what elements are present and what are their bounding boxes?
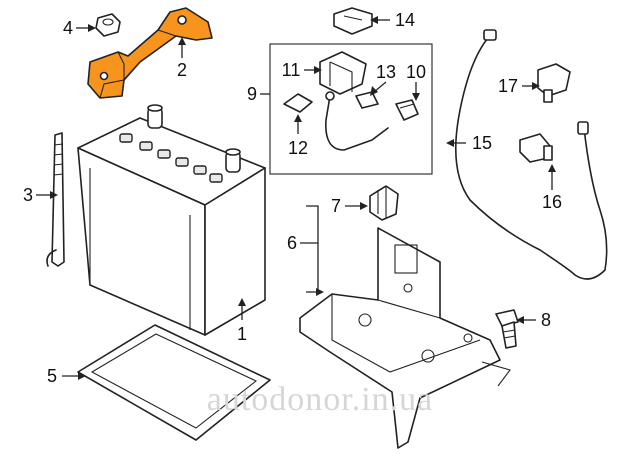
part-2-hold-down-bracket[interactable] (87, 7, 213, 99)
callout-15[interactable]: 15 (472, 133, 492, 153)
callout-labels: 1 2 3 4 5 6 7 8 9 10 11 12 13 14 15 16 1… (23, 10, 562, 386)
callout-3[interactable]: 3 (23, 185, 33, 205)
part-6-battery-support[interactable] (299, 227, 511, 449)
callout-7[interactable]: 7 (331, 196, 341, 216)
callout-11[interactable]: 11 (282, 60, 301, 80)
part-13-harness[interactable] (325, 91, 389, 151)
callout-5[interactable]: 5 (47, 366, 57, 386)
callout-6[interactable]: 6 (287, 233, 297, 253)
callout-1[interactable]: 1 (237, 324, 247, 344)
part-12-cover[interactable] (283, 93, 313, 113)
part-16-terminal[interactable] (519, 133, 553, 163)
part-3-hold-down-rod[interactable] (46, 132, 65, 267)
callout-9[interactable]: 9 (247, 84, 257, 104)
callout-13[interactable]: 13 (376, 62, 396, 82)
callout-10[interactable]: 10 (406, 62, 426, 82)
part-7-clip[interactable] (369, 185, 399, 221)
callout-4[interactable]: 4 (63, 18, 73, 38)
part-4-nut[interactable] (95, 13, 121, 37)
part-17-sensor[interactable] (537, 63, 571, 103)
callout-leaders (36, 16, 556, 380)
part-10-connector[interactable] (395, 99, 419, 121)
part-8-bolt[interactable] (495, 309, 519, 349)
callout-14[interactable]: 14 (395, 10, 415, 30)
part-14-terminal-cover[interactable] (333, 7, 373, 35)
callout-8[interactable]: 8 (541, 310, 551, 330)
part-5-tray-mat[interactable] (77, 324, 271, 441)
callout-16[interactable]: 16 (542, 192, 562, 212)
group-9-frame (269, 43, 433, 175)
callout-12[interactable]: 12 (288, 138, 308, 158)
part-1-battery[interactable] (77, 104, 266, 336)
callout-17[interactable]: 17 (498, 76, 518, 96)
watermark: autodonor.in.ua (207, 381, 434, 418)
part-11-fuse-block[interactable] (319, 51, 367, 95)
callout-2[interactable]: 2 (177, 60, 187, 80)
part-15-battery-cable[interactable] (455, 29, 608, 280)
